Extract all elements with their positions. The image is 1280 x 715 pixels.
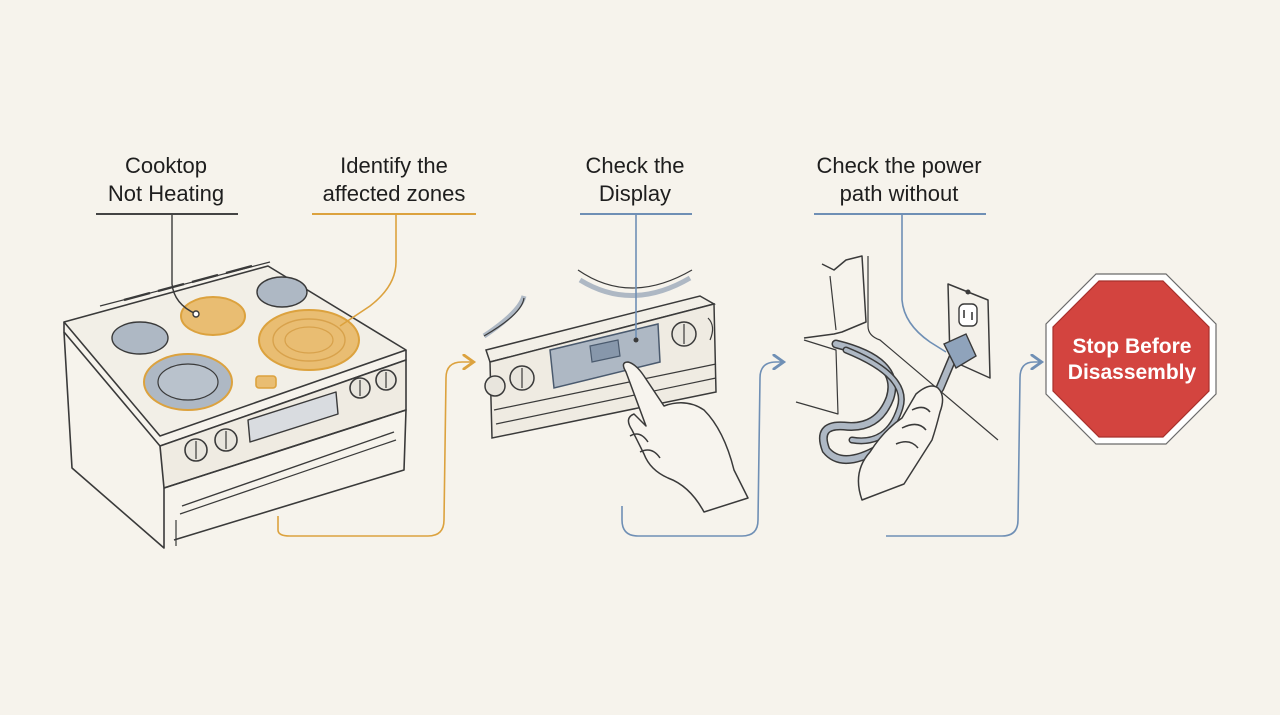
wall-outlet-icon — [795, 255, 999, 441]
step-cooktop-label: Cooktop Not Heating — [107, 153, 225, 206]
step-display-rule — [580, 213, 692, 215]
cooktop-leader-line — [171, 214, 197, 315]
step-display-label: Check the Display — [585, 153, 685, 206]
flow-arrow-icon — [277, 362, 472, 537]
step-zones-label: Identify the affected zones — [322, 153, 466, 206]
control-panel-icon — [482, 269, 717, 439]
step-cooktop-rule — [96, 213, 238, 215]
step-power-label: Check the power path without — [816, 153, 982, 206]
step-zones-rule — [312, 213, 476, 215]
pointing-hand-icon — [622, 361, 749, 513]
zones-leader-line — [339, 214, 397, 327]
stop-sign-label: Stop Before Disassembly — [1067, 335, 1197, 384]
flow-arrow-icon — [886, 362, 1040, 537]
hand-plug-icon — [857, 385, 944, 501]
flow-arrow-icon — [621, 362, 782, 537]
electric-range-icon — [63, 261, 407, 549]
step-power-rule — [814, 213, 986, 215]
stop-sign-icon — [1045, 273, 1217, 445]
power-leader-line — [901, 214, 947, 353]
